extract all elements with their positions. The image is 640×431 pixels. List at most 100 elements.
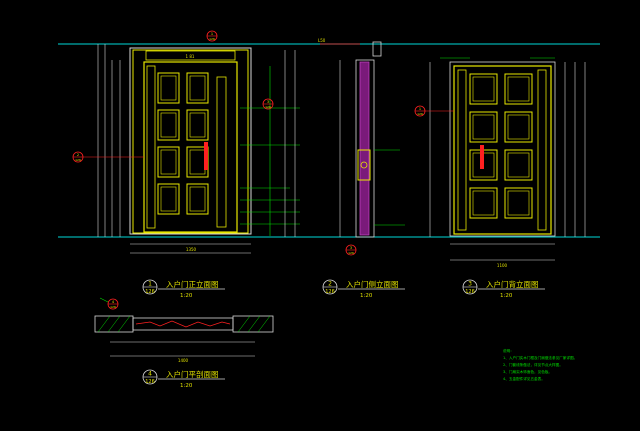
note-line: 2、门套线条做法，详见节点大样图。 bbox=[503, 362, 563, 367]
front-panel-inset bbox=[189, 149, 206, 175]
back-panel bbox=[469, 111, 498, 143]
back-panel-inset bbox=[472, 190, 495, 216]
plan-hatch-5 bbox=[247, 315, 261, 333]
plan-dimensions bbox=[110, 341, 255, 357]
side-top-casing bbox=[372, 41, 382, 57]
plan-hatching bbox=[97, 315, 271, 333]
back-panel bbox=[504, 111, 533, 143]
back-panel-inset bbox=[472, 114, 495, 140]
front-left-sidelight bbox=[146, 65, 156, 229]
front-right-dimensions bbox=[284, 50, 296, 237]
front-door-handle bbox=[204, 142, 208, 170]
front-panel-inset bbox=[189, 112, 206, 138]
back-panel bbox=[469, 187, 498, 219]
back-callout-number: 1 bbox=[419, 107, 421, 111]
back-bottom-dimensions bbox=[450, 243, 555, 261]
back-panel-inset bbox=[472, 76, 495, 102]
view-sheet: 126 bbox=[325, 289, 335, 295]
side-leader-lines bbox=[374, 149, 405, 226]
plan-hatch-4 bbox=[237, 315, 251, 333]
front-panel-inset bbox=[189, 186, 206, 212]
view-scale: 1:20 bbox=[500, 293, 513, 299]
view-title-text: 入户门背立面图 bbox=[486, 279, 539, 289]
front-callout-left: 2 126 bbox=[72, 151, 144, 163]
front-callout-mid: 3 126 bbox=[262, 98, 274, 110]
back-panel-inset bbox=[507, 152, 530, 178]
view-number: 4 bbox=[148, 371, 152, 378]
view-scale: 1:20 bbox=[180, 293, 193, 299]
plan-door-section-line bbox=[135, 320, 231, 328]
back-door-handle bbox=[480, 145, 484, 169]
plan-section: 1400 4 126 bbox=[94, 297, 274, 363]
front-panel-inset bbox=[160, 186, 177, 212]
back-right-dimensions bbox=[429, 62, 586, 237]
front-leader-lines bbox=[240, 66, 300, 236]
view-sheet: 126 bbox=[465, 289, 475, 295]
front-panel bbox=[157, 72, 180, 104]
view-scale: 1:20 bbox=[180, 383, 193, 389]
front-panel bbox=[157, 146, 180, 178]
front-top-mark: 1 81 bbox=[186, 54, 195, 59]
note-line: 4、五金配件详见五金表。 bbox=[503, 376, 545, 381]
back-panel bbox=[504, 149, 533, 181]
plan-hatch-1 bbox=[97, 315, 111, 333]
view-sheet: 126 bbox=[145, 379, 155, 385]
front-panel bbox=[157, 183, 180, 215]
plan-callout-number: 4 bbox=[112, 300, 115, 304]
front-panel-grid bbox=[157, 72, 209, 215]
front-outer-frame bbox=[129, 47, 252, 235]
view-number: 1 bbox=[148, 281, 152, 288]
side-handle bbox=[357, 149, 371, 181]
view-title-text: 入户门正立面图 bbox=[166, 279, 219, 289]
back-callout-left: 1 126 bbox=[414, 105, 454, 117]
side-frame bbox=[355, 59, 375, 238]
front-callout-mid-number: 3 bbox=[267, 100, 269, 104]
front-panel bbox=[186, 183, 209, 215]
side-callout-bottom: 3 126 bbox=[345, 244, 357, 256]
side-elevation: L50 3 126 bbox=[318, 38, 405, 256]
front-door-casing bbox=[132, 49, 249, 234]
plan-callout-leader bbox=[99, 297, 109, 303]
front-door-leaf bbox=[143, 61, 238, 233]
plan-right-wall bbox=[232, 315, 274, 333]
front-callout-top: 1 126 bbox=[206, 30, 218, 42]
back-panel-inset bbox=[507, 190, 530, 216]
view-number: 2 bbox=[328, 281, 332, 288]
note-line: 3、门扇实木饰面色，见色板。 bbox=[503, 369, 552, 374]
view-title-text: 入户门平剖面图 bbox=[166, 369, 219, 379]
side-top-mark: L50 bbox=[318, 38, 326, 43]
front-callout-left-number: 2 bbox=[77, 153, 79, 157]
front-panel-inset bbox=[160, 112, 177, 138]
back-panel bbox=[504, 187, 533, 219]
back-door-leaf bbox=[453, 65, 552, 235]
view-scale: 1:20 bbox=[360, 293, 373, 299]
front-transom bbox=[145, 50, 236, 61]
plan-hatch-2 bbox=[107, 315, 121, 333]
front-callout-top-sheet: 126 bbox=[209, 37, 215, 41]
view-number: 3 bbox=[468, 281, 472, 288]
front-panel-inset bbox=[189, 75, 206, 101]
back-panel-inset bbox=[507, 114, 530, 140]
plan-callout-left: 4 126 bbox=[99, 297, 119, 310]
front-panel-inset bbox=[160, 149, 177, 175]
plan-width-dim: 1400 bbox=[178, 358, 189, 363]
notes-block: 说明：1、入户门实木门框及门扇做法参见厂家详图。2、门套线条做法，详见节点大样图… bbox=[503, 348, 577, 381]
plan-hatch-3 bbox=[117, 315, 131, 333]
plan-callout-sheet: 126 bbox=[110, 305, 116, 309]
front-panel bbox=[186, 72, 209, 104]
back-panel-grid bbox=[469, 73, 533, 219]
back-width-dim: 1100 bbox=[497, 263, 508, 268]
plan-door-opening bbox=[132, 317, 234, 331]
back-left-sidelight bbox=[457, 69, 467, 231]
side-callout-number: 3 bbox=[350, 246, 352, 250]
back-right-sidelight bbox=[537, 69, 547, 231]
side-door-section bbox=[359, 61, 370, 236]
front-panel bbox=[186, 109, 209, 141]
front-left-dimensions bbox=[97, 44, 121, 237]
